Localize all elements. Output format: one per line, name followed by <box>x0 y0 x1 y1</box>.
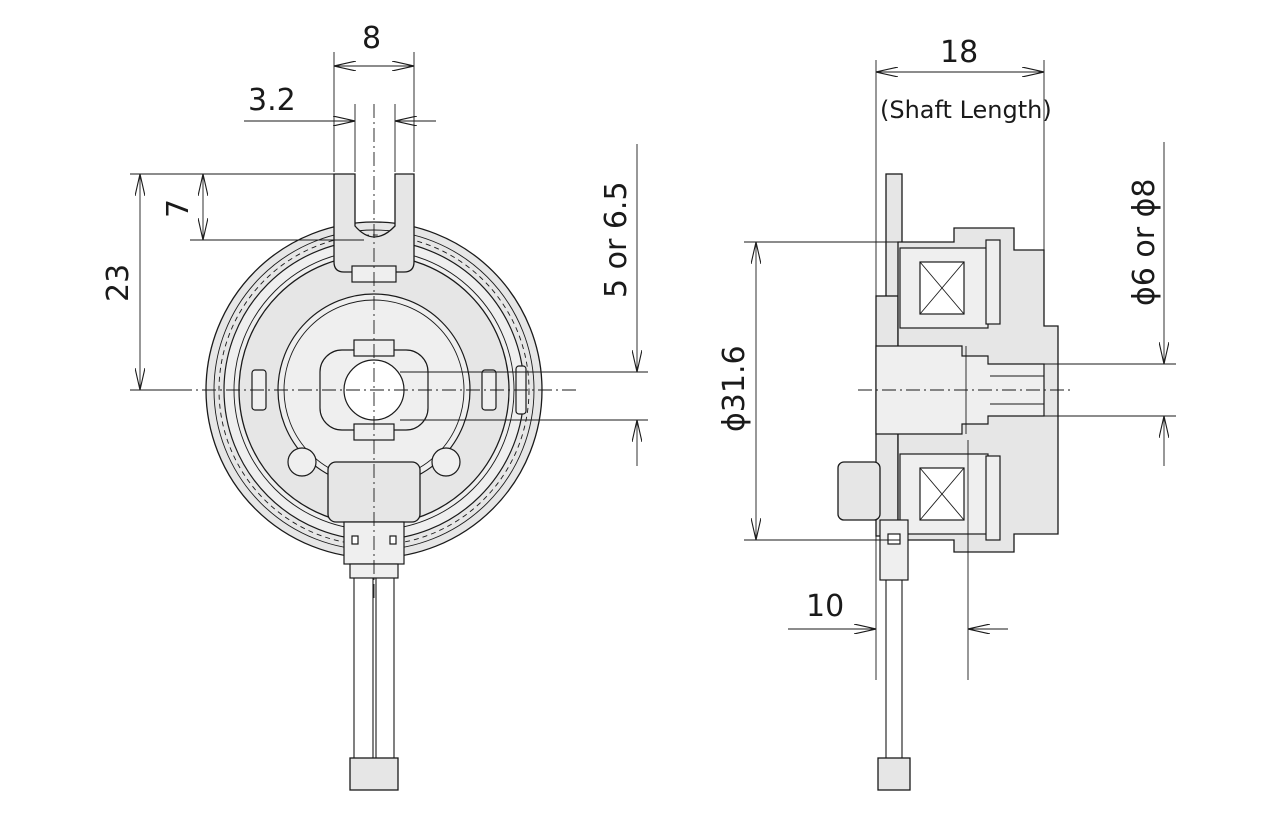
side-connector-block <box>837 461 881 521</box>
dim-eccentric: 5 or 6.5 <box>599 181 634 298</box>
cable-end <box>349 757 399 791</box>
dim-shaft-diameter: ϕ6 or ϕ8 <box>1127 178 1162 306</box>
lug-left <box>287 447 317 477</box>
side-cable-end <box>877 757 911 791</box>
dim-slot-depth: 7 <box>161 199 196 218</box>
front-dimensions: 8 3.2 7 23 5 or 6.5 <box>101 21 648 466</box>
side-view <box>837 173 1074 791</box>
dim-depth: 10 <box>806 589 844 624</box>
dim-slot-width: 8 <box>362 21 381 56</box>
fork <box>333 173 415 273</box>
dim-length-note: (Shaft Length) <box>880 96 1052 124</box>
side-dimensions: 18 (Shaft Length) ϕ6 or ϕ8 ϕ31.6 10 <box>717 35 1176 680</box>
front-view <box>178 104 580 791</box>
dim-height: 23 <box>101 264 136 302</box>
dim-diameter: ϕ31.6 <box>717 345 752 432</box>
connector-pin-right <box>389 535 397 545</box>
side-connector <box>879 519 909 581</box>
dim-slot-offset: 3.2 <box>248 83 296 118</box>
dim-length: 18 <box>940 35 978 70</box>
lug-right <box>431 447 461 477</box>
connector-pin-left <box>351 535 359 545</box>
